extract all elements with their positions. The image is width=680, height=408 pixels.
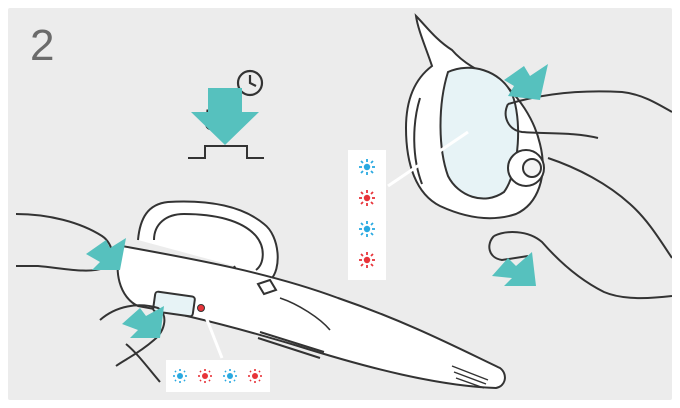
- press-arrow-icon: [504, 64, 548, 100]
- headset-led-panel: [348, 150, 386, 280]
- press-arrow-icon: [191, 88, 259, 145]
- instruction-panel: 2 5s: [8, 8, 672, 400]
- led-flash-icon: [359, 221, 375, 237]
- press-arrow-icon: [86, 238, 126, 270]
- led-flash-icon: [359, 252, 375, 268]
- press-arrow-icon: [122, 306, 164, 338]
- button-press-symbol-icon: [188, 146, 264, 158]
- press-arrow-icon: [492, 252, 536, 286]
- base-led-panel: [166, 360, 270, 392]
- headset-back-drawing: [406, 16, 544, 218]
- led-flash-icon: [359, 159, 375, 175]
- led-flash-icon: [359, 190, 375, 206]
- headset-led: [198, 305, 205, 312]
- illustration: [8, 8, 672, 400]
